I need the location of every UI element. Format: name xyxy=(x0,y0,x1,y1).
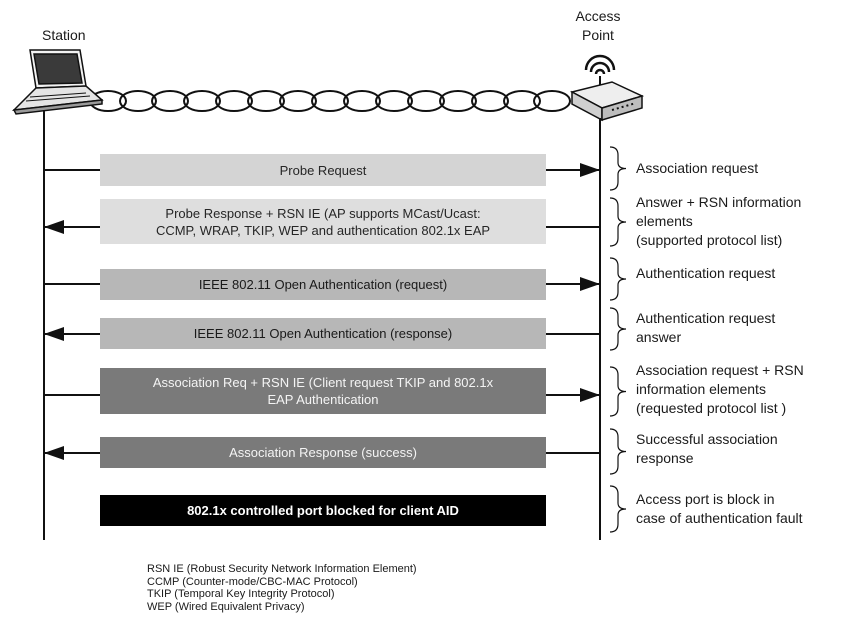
message-label: Probe Response + RSN IE (AP supports MCa… xyxy=(165,205,481,221)
step-annotation: Access port is block in case of authentic… xyxy=(636,490,803,528)
wireless-link-icon xyxy=(89,90,571,112)
message-label: Association Req + RSN IE (Client request… xyxy=(152,375,494,390)
message-label: CCMP, WRAP, TKIP, WEP and authentication… xyxy=(155,222,491,238)
curly-brace-icon xyxy=(609,307,627,351)
arrowhead-left-icon xyxy=(44,446,64,460)
annotation-line: (supported protocol list) xyxy=(636,232,783,248)
access-point-label: Access Point xyxy=(560,7,636,45)
annotation-line: Association request + RSN xyxy=(636,362,804,378)
message-box: 802.1x controlled port blocked for clien… xyxy=(100,495,546,526)
annotation-line: case of authentication fault xyxy=(636,510,803,526)
message-box: IEEE 802.11 Open Authentication (request… xyxy=(100,269,546,300)
annotation-line: Association request xyxy=(636,160,759,176)
curly-brace-icon xyxy=(609,366,627,417)
message-label: IEEE 802.11 Open Authentication (respons… xyxy=(193,326,453,341)
annotation-line: response xyxy=(636,450,694,466)
station-label: Station xyxy=(42,27,86,43)
message-label: 802.1x controlled port blocked for clien… xyxy=(187,503,459,518)
curly-brace-icon xyxy=(609,428,627,475)
arrowhead-left-icon xyxy=(44,327,64,341)
legend-item: WEP (Wired Equivalent Privacy) xyxy=(147,600,305,613)
message-box: Association Req + RSN IE (Client request… xyxy=(100,368,546,414)
curly-brace-icon xyxy=(609,485,627,533)
arrowhead-right-icon xyxy=(580,277,600,291)
annotation-line: information elements xyxy=(636,381,766,397)
annotation-line: Authentication request xyxy=(636,265,776,281)
message-box: IEEE 802.11 Open Authentication (respons… xyxy=(100,318,546,349)
access-point-lifeline xyxy=(599,118,601,540)
annotation-line: Authentication request xyxy=(636,310,776,326)
arrowhead-left-icon xyxy=(44,220,64,234)
annotation-line: Access port is block in xyxy=(636,491,775,507)
access-point-icon xyxy=(569,54,645,122)
step-annotation: Successful association response xyxy=(636,430,778,468)
message-box: Association Response (success) xyxy=(100,437,546,468)
access-point-label-line1: Access xyxy=(575,8,621,24)
legend-item: TKIP (Temporal Key Integrity Protocol) xyxy=(147,588,335,600)
message-label: EAP Authentication xyxy=(267,392,379,407)
message-label: Association Response (success) xyxy=(229,445,417,460)
arrowhead-right-icon xyxy=(580,388,600,402)
arrowhead-right-icon xyxy=(580,163,600,177)
step-annotation: Association request + RSN information ele… xyxy=(636,361,804,418)
annotation-line: (requested protocol list ) xyxy=(636,400,787,416)
message-box: Probe Request xyxy=(100,154,546,186)
curly-brace-icon xyxy=(609,197,627,247)
curly-brace-icon xyxy=(609,146,627,191)
annotation-line: Answer + RSN information xyxy=(636,194,802,210)
annotation-line: answer xyxy=(636,329,682,345)
step-annotation: Answer + RSN information elements (support… xyxy=(636,193,801,250)
abbreviation-legend: RSN IE (Robust Security Network Informat… xyxy=(147,563,417,613)
step-annotation: Authentication request answer xyxy=(636,309,775,347)
message-label: Probe Request xyxy=(279,162,367,178)
message-label: IEEE 802.11 Open Authentication (request… xyxy=(198,277,448,292)
laptop-icon xyxy=(11,49,104,115)
legend-item: CCMP (Counter-mode/CBC-MAC Protocol) xyxy=(147,575,358,588)
message-box: Probe Response + RSN IE (AP supports MCa… xyxy=(100,199,546,244)
step-annotation: Association request xyxy=(636,159,758,178)
access-point-label-line2: Point xyxy=(582,27,614,43)
curly-brace-icon xyxy=(609,257,627,301)
legend-item: RSN IE (Robust Security Network Informat… xyxy=(147,563,417,575)
step-annotation: Authentication request xyxy=(636,264,775,283)
annotation-line: Successful association xyxy=(636,431,778,447)
annotation-line: elements xyxy=(636,213,693,229)
station-lifeline xyxy=(43,110,45,540)
